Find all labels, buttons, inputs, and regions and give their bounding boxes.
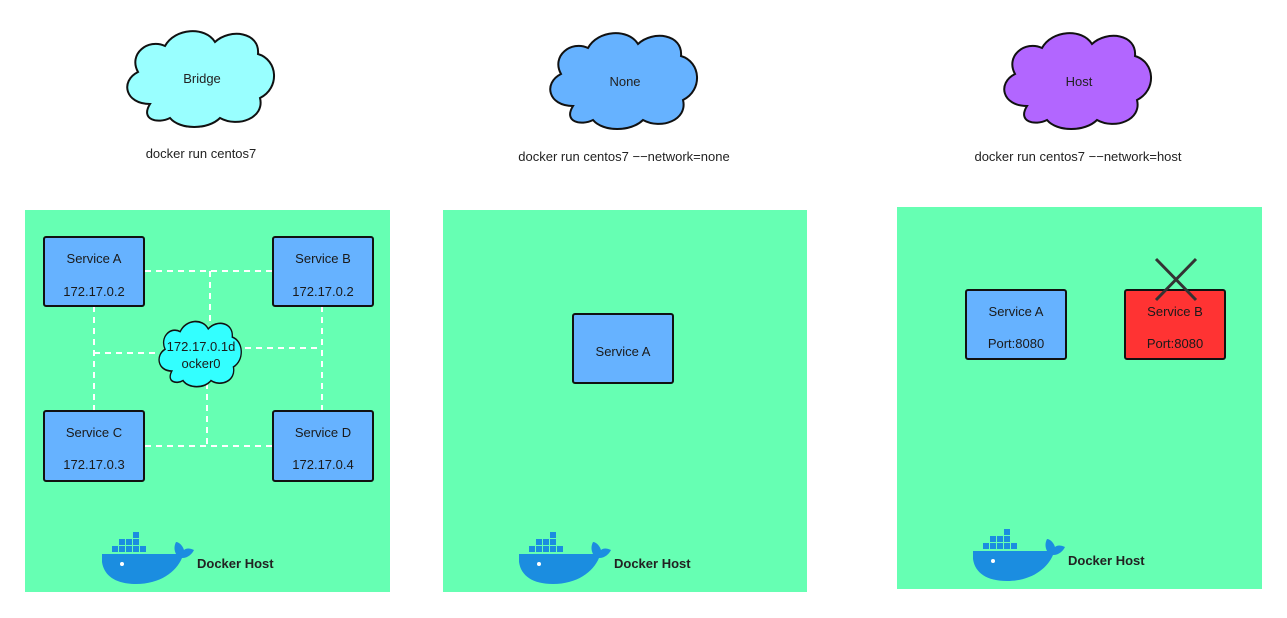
bridge-cloud: Bridge — [126, 30, 276, 128]
none-docker-host-panel — [443, 210, 807, 592]
port-conflict-x-icon — [1154, 257, 1198, 302]
none-cloud-label: None — [609, 74, 640, 89]
host-docker-host-panel — [897, 207, 1262, 589]
bridge-cloud-label: Bridge — [183, 71, 221, 86]
bridge-service-b[interactable]: Service B 172.17.0.2 — [272, 236, 374, 307]
bridge-docker-host-label: Docker Host — [197, 556, 274, 571]
service-ip: 172.17.0.2 — [292, 284, 353, 299]
service-name: Service C — [66, 425, 122, 440]
docker0-ip: 172.17.0.1d — [167, 339, 236, 354]
bridge-network-links — [93, 270, 323, 447]
service-name: Service A — [67, 251, 122, 266]
service-port: Port:8080 — [1147, 336, 1203, 351]
service-name: Service B — [1147, 304, 1203, 319]
bridge-service-d[interactable]: Service D 172.17.0.4 — [272, 410, 374, 482]
none-docker-host-label: Docker Host — [614, 556, 691, 571]
bridge-command: docker run centos7 — [146, 146, 257, 161]
docker0-name: ocker0 — [181, 356, 220, 371]
bridge-service-a[interactable]: Service A 172.17.0.2 — [43, 236, 145, 307]
none-cloud: None — [549, 32, 699, 130]
none-command: docker run centos7 −−network=none — [518, 149, 729, 164]
docker0-bridge-cloud — [158, 320, 243, 388]
service-name: Service A — [989, 304, 1044, 319]
service-ip: 172.17.0.4 — [292, 457, 353, 472]
service-ip: 172.17.0.2 — [63, 284, 124, 299]
none-section: None docker run centos7 −−network=none S… — [443, 32, 807, 592]
host-command: docker run centos7 −−network=host — [974, 149, 1181, 164]
none-service-a[interactable]: Service A — [572, 313, 674, 384]
service-name: Service A — [596, 344, 651, 359]
bridge-service-c[interactable]: Service C 172.17.0.3 — [43, 410, 145, 482]
host-cloud-label: Host — [1066, 74, 1093, 89]
host-service-b-conflict[interactable]: Service B Port:8080 — [1124, 289, 1226, 360]
service-port: Port:8080 — [988, 336, 1044, 351]
host-section: Host docker run centos7 −−network=host S… — [897, 32, 1262, 589]
host-service-a[interactable]: Service A Port:8080 — [965, 289, 1067, 360]
service-ip: 172.17.0.3 — [63, 457, 124, 472]
bridge-section: Bridge docker run centos7 172.17.0.1d oc… — [25, 30, 390, 592]
service-name: Service D — [295, 425, 351, 440]
host-cloud: Host — [1003, 32, 1153, 130]
service-name: Service B — [295, 251, 351, 266]
host-docker-host-label: Docker Host — [1068, 553, 1145, 568]
